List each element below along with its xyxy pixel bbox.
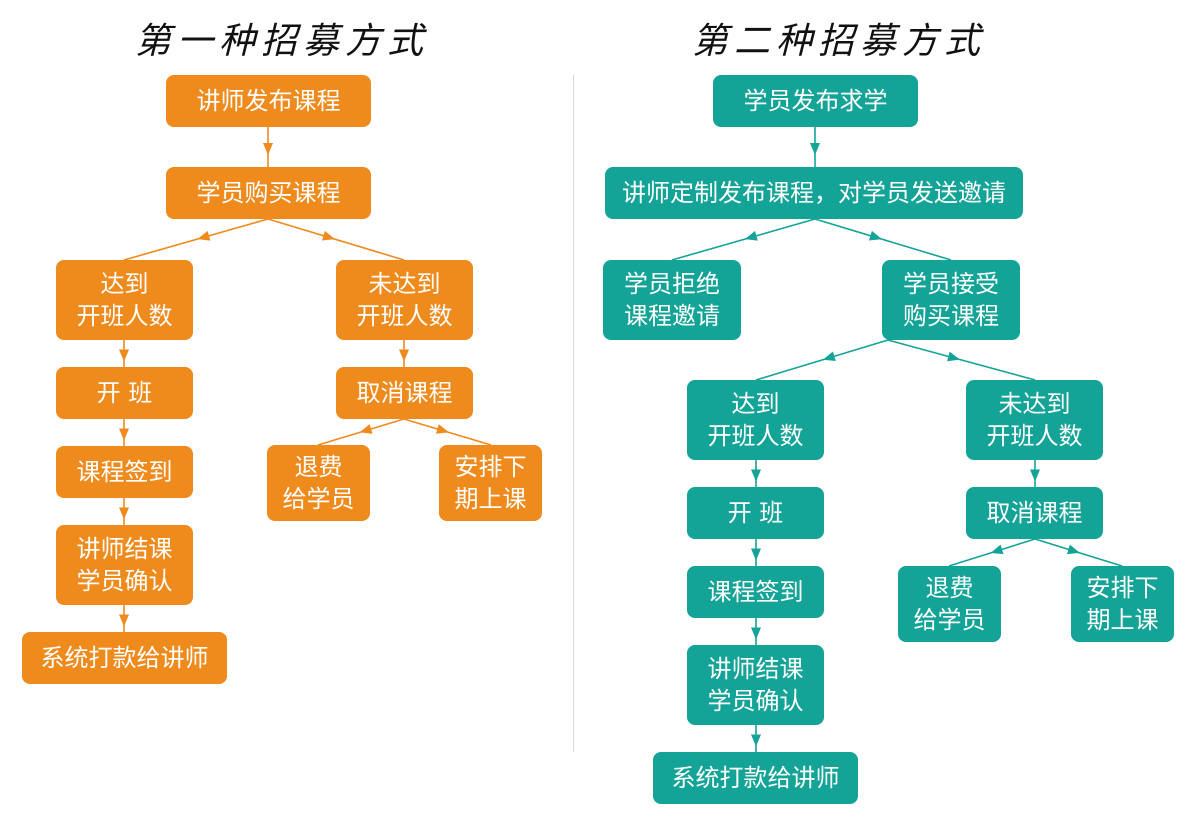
f2-open-box: 开 班 — [687, 487, 824, 539]
divider — [573, 75, 574, 752]
arrowhead-33 — [751, 548, 761, 561]
f1-reach-box: 达到 开班人数 — [56, 260, 193, 340]
f1-sign-in-box: 课程签到 — [56, 446, 193, 498]
f2-cancel-box: 取消课程 — [966, 487, 1103, 539]
arrowhead-25 — [869, 230, 882, 241]
f1-publish-box: 讲师发布课程 — [166, 75, 371, 127]
arrowhead-9 — [119, 428, 129, 441]
arrowhead-24 — [744, 230, 758, 241]
f1-refund-box: 退费 给学员 — [267, 445, 370, 521]
arrowhead-19 — [435, 424, 449, 434]
f2-reach-box: 达到 开班人数 — [687, 380, 824, 460]
title-method-two: 第二种招募方式 — [692, 21, 987, 62]
f2-not-reach-box: 未达到 开班人数 — [966, 380, 1103, 460]
arrowhead-42 — [990, 544, 1004, 555]
f2-reject-box: 学员拒绝 课程邀请 — [603, 260, 741, 340]
connector-line-27 — [887, 339, 1036, 381]
arrowhead-11 — [119, 507, 129, 520]
arrowhead-13 — [119, 614, 129, 627]
arrowhead-31 — [751, 469, 761, 482]
connector-line-2 — [123, 218, 269, 261]
f1-next-term-box: 安排下 期上课 — [439, 445, 542, 521]
arrowhead-37 — [751, 734, 761, 747]
arrowhead-7 — [119, 349, 129, 362]
arrowhead-35 — [751, 627, 761, 640]
f1-cancel-box: 取消课程 — [336, 367, 473, 419]
arrowhead-15 — [399, 349, 409, 362]
arrowhead-21 — [810, 143, 820, 155]
arrowhead-4 — [197, 230, 211, 241]
f1-finish-box: 讲师结课 学员确认 — [56, 525, 193, 605]
f2-accept-box: 学员接受 购买课程 — [882, 260, 1020, 340]
f1-pay-box: 系统打款给讲师 — [22, 632, 227, 684]
arrowhead-39 — [1030, 469, 1040, 482]
connector-line-26 — [755, 339, 889, 381]
f2-next-term-box: 安排下 期上课 — [1071, 566, 1174, 642]
arrowhead-1 — [263, 143, 273, 155]
arrowhead-5 — [322, 230, 335, 241]
arrowhead-43 — [1066, 544, 1080, 555]
arrowhead-29 — [947, 351, 960, 362]
arrowhead-18 — [359, 424, 373, 434]
f2-pay-box: 系统打款给讲师 — [653, 752, 858, 804]
f1-open-box: 开 班 — [56, 367, 193, 419]
f1-not-reach-box: 未达到 开班人数 — [336, 260, 473, 340]
f2-finish-box: 讲师结课 学员确认 — [687, 645, 824, 725]
arrowhead-28 — [822, 351, 836, 362]
title-method-one: 第一种招募方式 — [135, 21, 430, 62]
connector-line-23 — [814, 218, 952, 261]
f1-buy-box: 学员购买课程 — [166, 167, 371, 219]
f2-request-box: 学员发布求学 — [713, 75, 918, 127]
f2-sign-in-box: 课程签到 — [687, 566, 824, 618]
connector-line-3 — [267, 218, 405, 261]
f2-custom-box: 讲师定制发布课程，对学员发送邀请 — [605, 167, 1023, 219]
connector-line-22 — [671, 218, 816, 261]
f2-refund-box: 退费 给学员 — [898, 566, 1001, 642]
